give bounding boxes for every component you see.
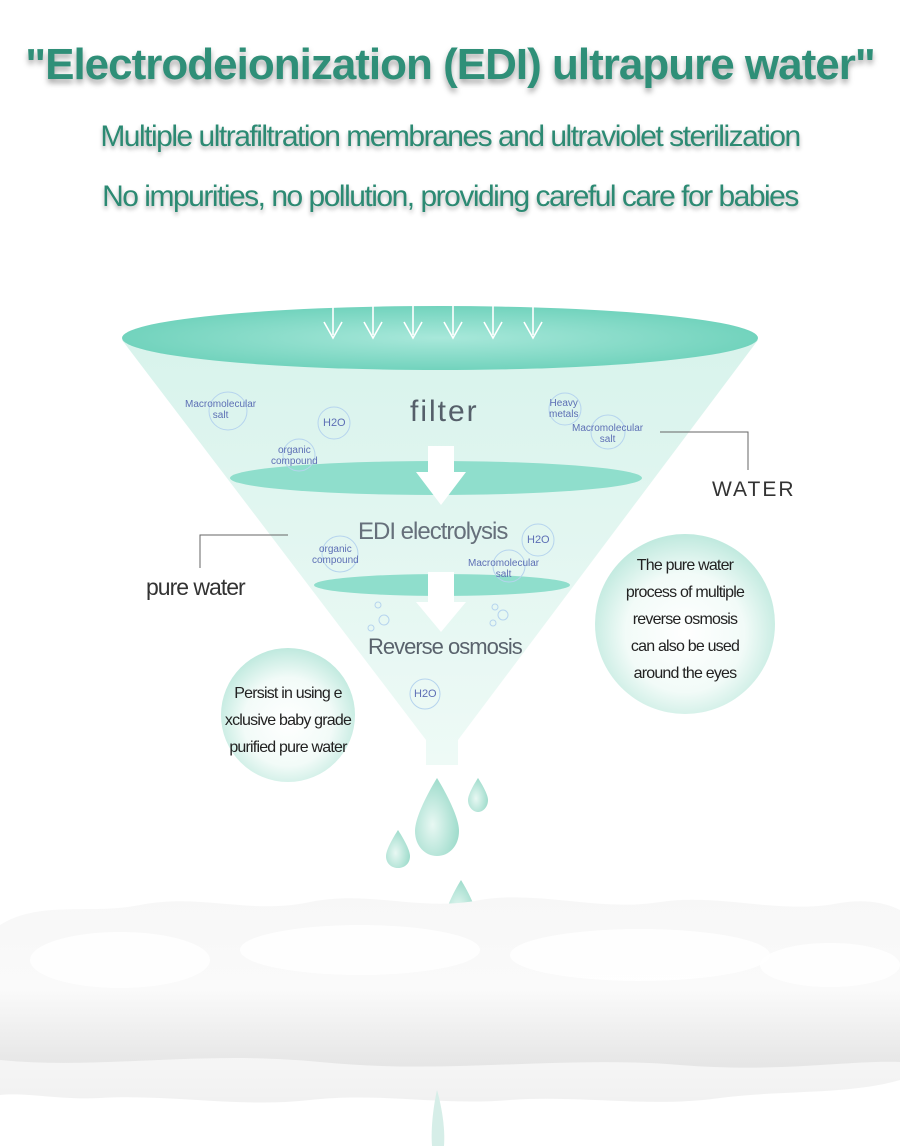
particle-h2o: H2O xyxy=(323,417,346,429)
down-arrow-1 xyxy=(416,446,466,505)
funnel-top-disc xyxy=(122,306,758,370)
pure-water-leader-line xyxy=(199,534,288,568)
particle-circle xyxy=(521,523,555,557)
bubble-right xyxy=(595,534,775,714)
particle-circle xyxy=(208,391,248,431)
particle-h2o: H2O xyxy=(527,534,550,546)
stage-filter-label: filter xyxy=(410,395,479,428)
particle-circle xyxy=(409,678,441,710)
water-label: WATER xyxy=(712,478,796,501)
bubble-left xyxy=(221,648,355,782)
down-arrow-2 xyxy=(416,572,466,632)
bubble-left-text: Persist in using e xclusive baby grade p… xyxy=(224,685,352,756)
page-title: "Electrodeionization (EDI) ultrapure wat… xyxy=(25,40,876,89)
inflow-arrows xyxy=(323,282,543,340)
particle-circle xyxy=(282,438,316,472)
bubble-right-text: The pure water process of multiple rever… xyxy=(625,557,745,682)
pure-water-label: pure water xyxy=(146,574,246,600)
particle-circle xyxy=(317,406,351,440)
stage-reverse-osmosis-label: Reverse osmosis xyxy=(368,634,523,659)
particle-circle xyxy=(492,549,526,583)
particle-h2o: H2O xyxy=(414,688,437,700)
cotton-pad xyxy=(0,897,900,1146)
particle-circle xyxy=(590,414,626,450)
subtitle-membranes: Multiple ultrafiltration membranes and u… xyxy=(100,120,801,153)
particle-circle xyxy=(321,535,359,573)
particle-circle xyxy=(548,392,582,426)
subtitle-babies: No impurities, no pollution, providing c… xyxy=(102,180,799,213)
stage-edi-label: EDI electrolysis xyxy=(358,518,508,545)
water-leader-line xyxy=(660,431,749,470)
